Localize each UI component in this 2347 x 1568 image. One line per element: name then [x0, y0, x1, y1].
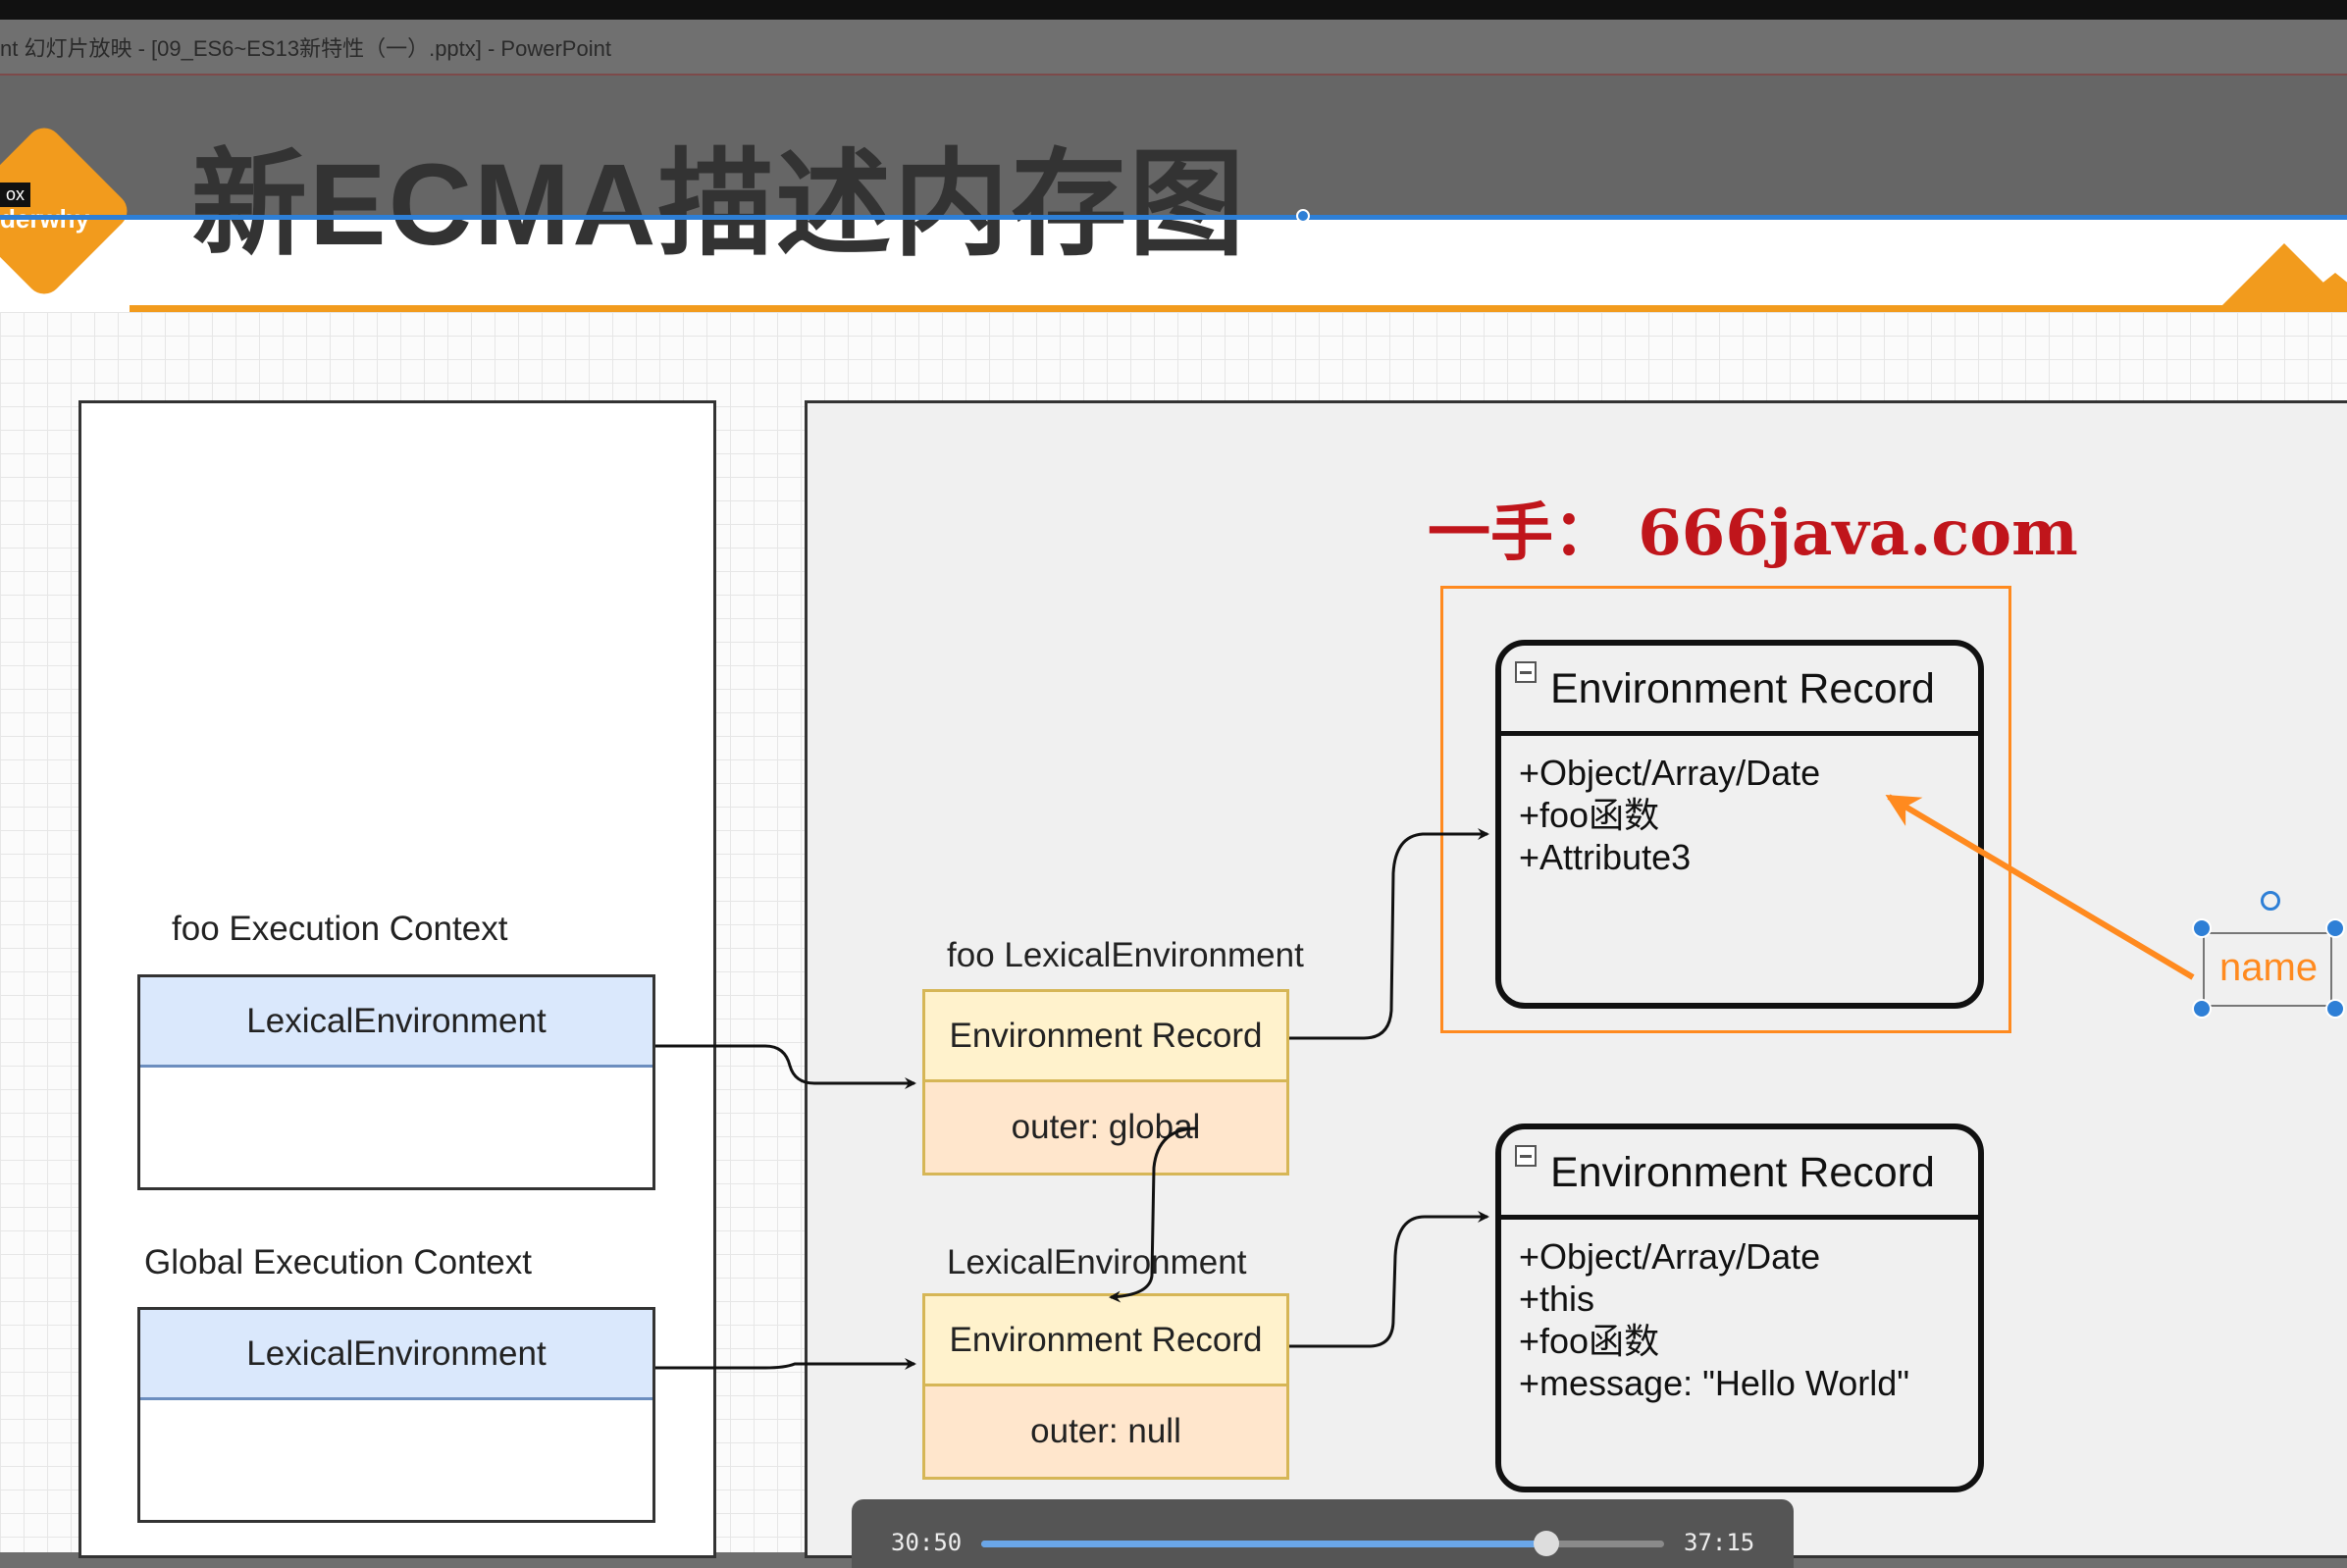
arrow-foo-ec-to-foo-le — [655, 1044, 916, 1089]
global-le-box[interactable]: Environment Record outer: null — [922, 1293, 1289, 1480]
record-item: +foo函数 — [1519, 795, 1660, 835]
progress-knob[interactable] — [1534, 1531, 1560, 1556]
record-item: +this — [1519, 1279, 1595, 1319]
global-le-record: Environment Record — [922, 1293, 1289, 1386]
name-text[interactable]: name — [2219, 946, 2319, 989]
foo-le-outer: outer: global — [922, 1079, 1289, 1176]
slide-title: 新ECMA描述内存图 — [191, 140, 1247, 270]
selected-group-frame[interactable] — [1440, 586, 2011, 1033]
record-item: +Attribute3 — [1519, 837, 1692, 877]
foo-le-box[interactable]: Environment Record outer: global — [922, 989, 1289, 1176]
name-textbox[interactable] — [2203, 932, 2332, 1007]
foo-le-record: Environment Record — [922, 989, 1289, 1082]
record-item: +Object/Array/Date — [1519, 753, 1821, 793]
current-time: 30:50 — [891, 1529, 963, 1556]
record-item: +message: "Hello World" — [1519, 1363, 1910, 1403]
arrow-global-le-to-record2 — [1289, 1211, 1489, 1348]
arrow-global-ec-to-global-le — [655, 1358, 916, 1370]
slide-header-overlay — [0, 76, 2347, 218]
env-record-global-items: +Object/Array/Date +this +foo函数 +message… — [1519, 1235, 1909, 1404]
logo-tag: ox — [0, 183, 31, 207]
collapse-icon[interactable] — [1515, 1145, 1537, 1167]
arrow-foo-le-to-record1 — [1289, 828, 1489, 1040]
rotate-handle-icon[interactable] — [2261, 891, 2280, 911]
env-record-foo-header: Environment Record — [1501, 646, 1978, 736]
resize-handle-icon[interactable] — [2325, 999, 2345, 1019]
progress-fill — [981, 1541, 1547, 1547]
resize-handle-icon[interactable] — [2325, 918, 2345, 938]
global-le-outer: outer: null — [922, 1384, 1289, 1480]
global-ec-lex: LexicalEnvironment — [140, 1310, 652, 1400]
record-item: +Object/Array/Date — [1519, 1236, 1821, 1277]
total-time: 37:15 — [1684, 1529, 1755, 1556]
arrow-name-to-record1 — [1885, 794, 2195, 980]
title-underline — [130, 305, 2347, 312]
window-title: nt 幻灯片放映 - [09_ES6~ES13新特性（一）.pptx] - Po… — [0, 36, 611, 61]
global-ec-label: Global Execution Context — [144, 1243, 532, 1281]
env-record-foo-items: +Object/Array/Date +foo函数 +Attribute3 — [1519, 752, 1820, 878]
slide-header-area — [0, 220, 2347, 318]
collapse-icon[interactable] — [1515, 661, 1537, 683]
record-item: +foo函数 — [1519, 1321, 1660, 1361]
window-titlebar: nt 幻灯片放映 - [09_ES6~ES13新特性（一）.pptx] - Po… — [0, 20, 2347, 76]
arrow-outer-to-global-le — [1109, 1126, 1198, 1303]
foo-le-label: foo LexicalEnvironment — [947, 936, 1304, 974]
foo-ec-label: foo Execution Context — [172, 910, 508, 948]
env-record-global-header: Environment Record — [1501, 1129, 1978, 1220]
env-record-foo-title: Environment Record — [1550, 665, 1935, 712]
progress-track[interactable] — [981, 1531, 1664, 1556]
watermark: 一手： 666java.com — [1428, 497, 2078, 570]
guide-handle[interactable] — [1296, 209, 1310, 223]
selection-guide-line — [0, 215, 2347, 220]
resize-handle-icon[interactable] — [2192, 918, 2212, 938]
foo-ec-box[interactable]: LexicalEnvironment — [137, 974, 655, 1190]
global-ec-box[interactable]: LexicalEnvironment — [137, 1307, 655, 1523]
video-player-bar[interactable]: 30:50 37:15 — [852, 1499, 1794, 1568]
foo-ec-lex: LexicalEnvironment — [140, 977, 652, 1068]
top-bezel — [0, 0, 2347, 20]
global-le-label: LexicalEnvironment — [947, 1243, 1247, 1281]
env-record-global-title: Environment Record — [1550, 1149, 1935, 1196]
env-record-global[interactable]: Environment Record +Object/Array/Date +t… — [1495, 1124, 1984, 1492]
resize-handle-icon[interactable] — [2192, 999, 2212, 1019]
